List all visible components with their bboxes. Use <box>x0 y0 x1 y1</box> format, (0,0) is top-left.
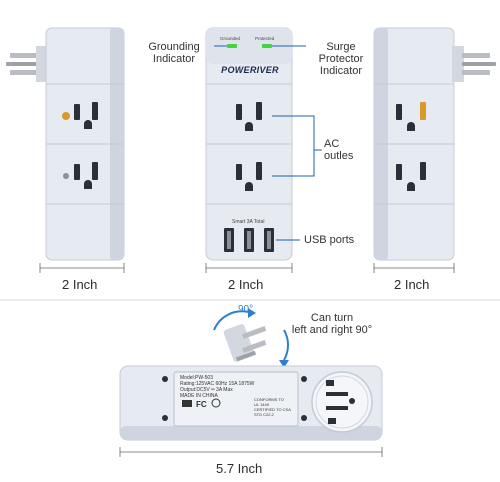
center-dimension-label: 2 Inch <box>228 277 264 292</box>
center-outlet-2 <box>236 162 262 191</box>
left-plug-prong-top <box>10 53 40 58</box>
left-plug-ground <box>6 62 42 66</box>
rating-origin: MADE IN CHINA <box>180 393 218 399</box>
left-outlet-1 <box>62 102 98 129</box>
bottom-dimension-label: 5.7 Inch <box>216 461 263 476</box>
protected-led <box>262 44 272 48</box>
plug-disc <box>311 371 373 433</box>
rotating-plug-detail <box>213 308 289 368</box>
rating-conformity: CONFORMS TO UL 1449 CERTIFIED TO CSA STD… <box>254 397 291 417</box>
left-unit <box>6 27 125 273</box>
conform-line-4: STD C22.2 <box>254 412 274 417</box>
conform-line-1: CONFORMS TO <box>254 397 284 402</box>
rating-value: Rating:125VAC 60Hz 15A 1875W <box>180 381 255 387</box>
conform-line-2: UL 1449 <box>254 402 269 407</box>
right-unit <box>373 27 496 273</box>
rating-plate-text: Model:PW-503 Rating:125VAC 60Hz 15A 1875… <box>180 375 254 399</box>
rotation-angle-label: 90° <box>238 304 254 315</box>
led-protected-label: Protected <box>255 36 275 41</box>
grounded-led <box>227 44 237 48</box>
center-unit <box>205 27 322 273</box>
grounding-indicator-callout: Grounding Indicator <box>148 41 200 65</box>
center-outlet-1 <box>236 102 262 131</box>
cert-icon <box>182 400 192 407</box>
left-outlet-2 <box>63 162 98 189</box>
led-grounded-label: Grounded <box>220 36 241 41</box>
right-dimension-label: 2 Inch <box>394 277 430 292</box>
brand-logo: POWERIVER <box>221 65 279 75</box>
rating-model: Model:PW-503 <box>180 375 213 381</box>
right-outlet-2 <box>396 162 426 191</box>
usb-rating-label: Smart 3A Total <box>232 219 265 225</box>
right-outlet-1 <box>396 102 426 131</box>
left-plug-base <box>36 46 48 82</box>
rotation-callout: Can turn left and right 90° <box>291 312 373 336</box>
left-dimension-label: 2 Inch <box>62 277 98 292</box>
rating-plate <box>173 371 299 427</box>
svg-text:FC: FC <box>196 400 207 409</box>
surge-indicator-callout: Surge Protector Indicator <box>318 41 364 77</box>
conform-line-3: CERTIFIED TO CSA <box>254 407 291 412</box>
ac-outlets-callout: AC outles <box>324 138 354 162</box>
bottom-unit: FC <box>119 365 383 457</box>
usb-ports-callout: USB ports <box>304 234 355 246</box>
rating-output: Output:DC5V ═ 3A Max <box>180 387 233 393</box>
left-plug-prong-bottom <box>10 70 40 75</box>
usb-ports <box>224 228 274 252</box>
